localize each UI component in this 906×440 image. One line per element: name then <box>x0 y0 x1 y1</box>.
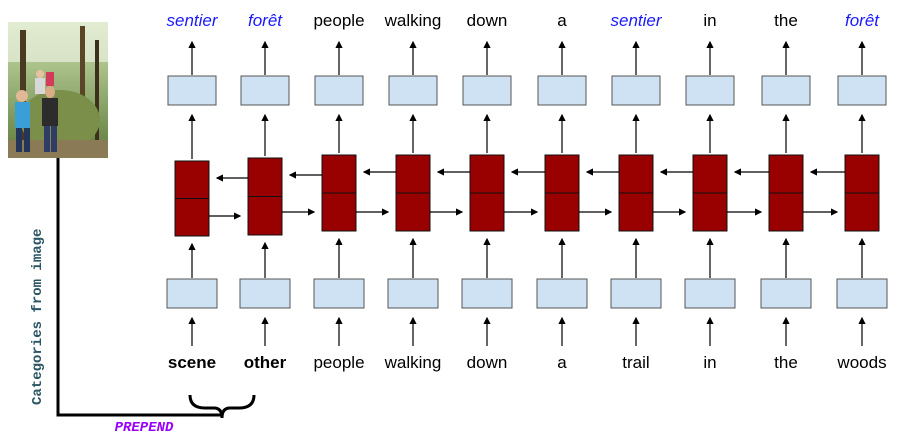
input-word: people <box>313 353 364 372</box>
input-embedding-box <box>536 278 588 309</box>
column-1: forêt other <box>239 11 291 372</box>
column-3: walking walking <box>384 11 442 372</box>
column-4: down down <box>461 11 513 372</box>
input-embedding-box <box>313 278 365 309</box>
output-embedding-box <box>685 75 735 106</box>
input-embedding-box <box>166 278 218 309</box>
prepend-label: PREPEND <box>115 420 174 436</box>
side-label: Categories from image <box>30 229 46 405</box>
input-embedding-box <box>836 278 888 309</box>
output-embedding-box <box>388 75 438 106</box>
input-embedding-box <box>461 278 513 309</box>
input-word: scene <box>168 353 216 372</box>
column-5: aa <box>536 11 588 372</box>
input-embedding-box <box>684 278 736 309</box>
column-6: sentier trail <box>610 11 662 372</box>
input-embedding-box <box>387 278 439 309</box>
column-8: the the <box>760 11 812 372</box>
prepend-connector <box>56 158 256 419</box>
forest-trail-photo-icon <box>8 22 108 158</box>
output-word: in <box>703 11 716 30</box>
output-embedding-box <box>537 75 587 106</box>
column-2: people people <box>313 11 364 372</box>
input-word: the <box>774 353 798 372</box>
output-embedding-box <box>761 75 811 106</box>
output-word: forêt <box>845 11 880 30</box>
column-0: sentier scene <box>166 11 218 372</box>
output-word: sentier <box>610 11 662 30</box>
input-word: down <box>467 353 508 372</box>
output-word: down <box>467 11 508 30</box>
output-word: a <box>557 11 567 30</box>
output-embedding-box <box>462 75 512 106</box>
input-word: a <box>557 353 567 372</box>
input-embedding-box <box>239 278 291 309</box>
input-embedding-box <box>760 278 812 309</box>
output-word: people <box>313 11 364 30</box>
output-word: forêt <box>248 11 283 30</box>
column-7: in in <box>684 11 736 372</box>
input-word: in <box>703 353 716 372</box>
column-9: forêt woods <box>836 11 888 372</box>
output-embedding-box <box>240 75 290 106</box>
columns: sentier scene forêt other people people walkin… <box>166 11 888 372</box>
recurrent-arrows <box>209 168 845 220</box>
output-word: the <box>774 11 798 30</box>
output-embedding-box <box>837 75 887 106</box>
output-word: sentier <box>166 11 218 30</box>
input-embedding-box <box>610 278 662 309</box>
input-word: trail <box>622 353 649 372</box>
output-embedding-box <box>611 75 661 106</box>
output-word: walking <box>384 11 442 30</box>
input-word: other <box>244 353 287 372</box>
input-word: woods <box>836 353 886 372</box>
output-embedding-box <box>314 75 364 106</box>
input-word: walking <box>384 353 442 372</box>
output-embedding-box <box>167 75 217 106</box>
